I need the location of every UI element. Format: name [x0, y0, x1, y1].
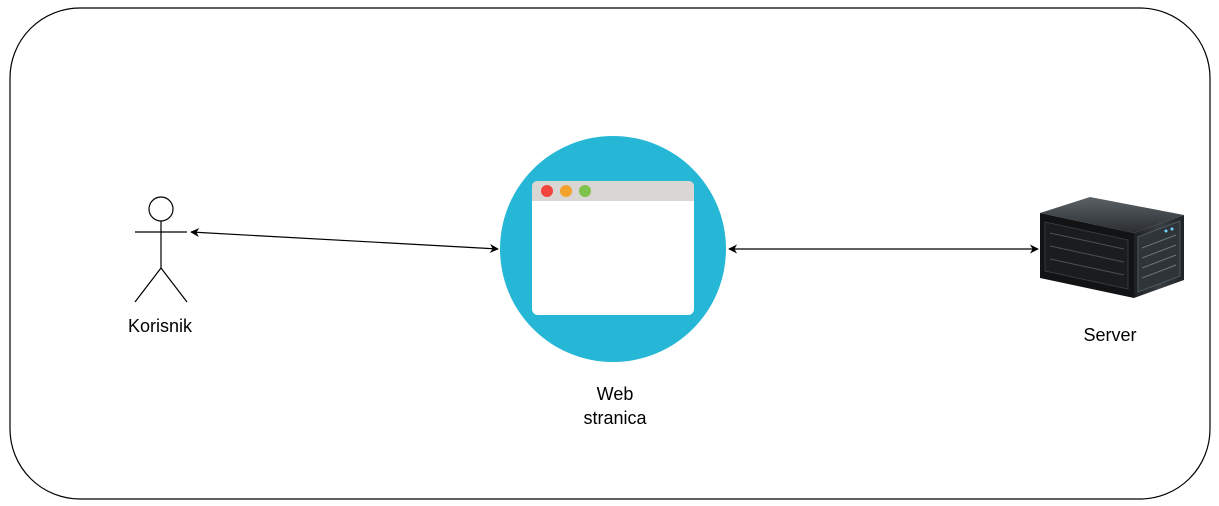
browser-window — [532, 181, 694, 315]
server-icon — [1040, 197, 1184, 298]
user-actor-icon — [134, 196, 188, 303]
connector-user-web — [190, 227, 499, 254]
web-page-label: Web stranica — [545, 382, 685, 430]
window-maximize-dot — [579, 185, 591, 197]
browser-window-icon — [500, 136, 726, 362]
window-minimize-dot — [560, 185, 572, 197]
window-close-dot — [541, 185, 553, 197]
server-label: Server — [1083, 325, 1137, 345]
browser-title-bar — [532, 181, 694, 201]
user-label: Korisnik — [127, 316, 193, 336]
web-page-label-line1: Web — [596, 384, 634, 404]
web-page-label-line2: stranica — [583, 408, 647, 428]
